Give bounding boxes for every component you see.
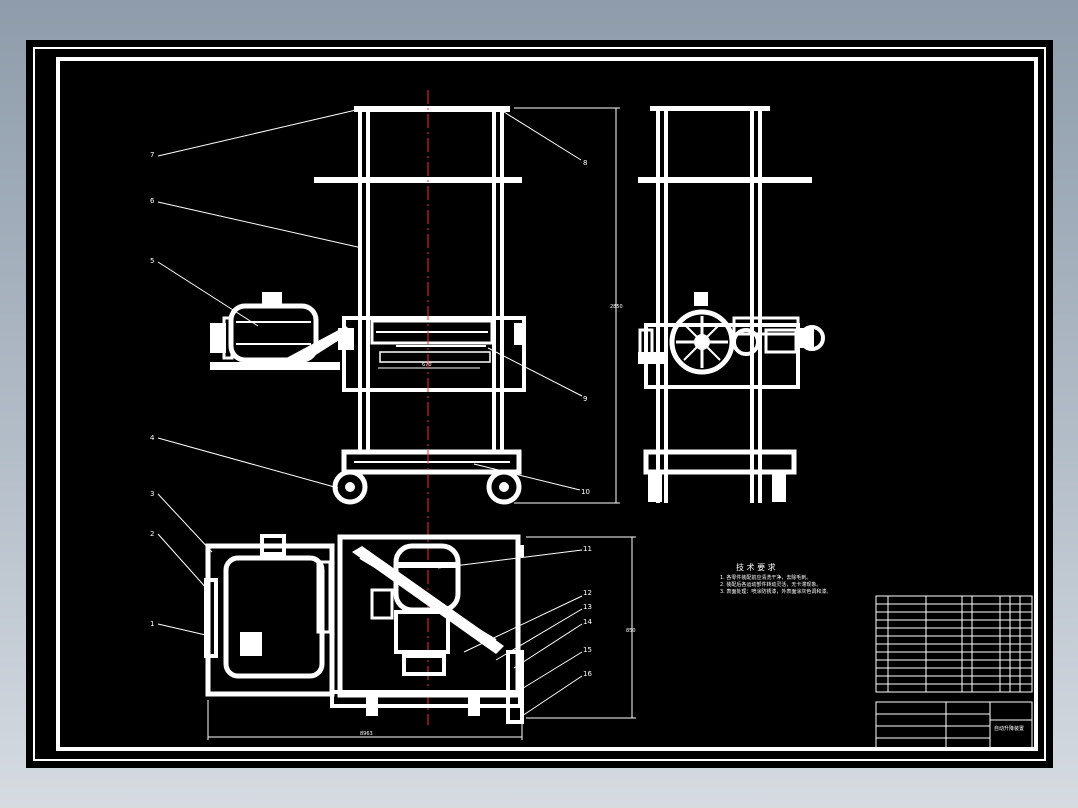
dim-plan-height: 850	[626, 628, 636, 634]
balloon-11: 11	[583, 545, 592, 553]
tech-req-line-3: 3. 表面处理：喷涂防锈漆，外表面涂灰色调和漆。	[720, 588, 831, 595]
dim-plan-width: 8963	[360, 731, 373, 737]
balloon-5: 5	[150, 257, 154, 265]
outer-border	[33, 47, 1046, 761]
balloon-3: 3	[150, 490, 154, 498]
balloon-1: 1	[150, 620, 154, 628]
balloon-8: 8	[583, 159, 587, 167]
balloon-12: 12	[583, 589, 592, 597]
balloon-7: 7	[150, 151, 154, 159]
balloon-9: 9	[583, 395, 587, 403]
tech-req-line-1: 1. 各零件装配前应清洗干净，去除毛刺。	[720, 574, 811, 581]
balloon-13: 13	[583, 603, 592, 611]
front-view	[210, 106, 620, 505]
balloon-labels: 7 8 6 5 9 4 10 3 2 1 11 12 13 14 15 16	[150, 151, 592, 678]
inner-border	[56, 57, 1038, 751]
drawing-name: 自动升降装置	[994, 725, 1024, 732]
side-view	[638, 106, 825, 503]
balloon-4: 4	[150, 434, 155, 442]
tech-req-title: 技 术 要 求	[736, 562, 776, 572]
title-block	[875, 701, 1033, 749]
dim-height: 2850	[610, 304, 623, 310]
tech-req-line-2: 2. 装配后各运动部件转动灵活，无卡滞现象。	[720, 581, 821, 588]
dimension-labels: 2850 670 850 8963	[360, 304, 636, 737]
balloon-15: 15	[583, 646, 592, 654]
parts-list-table	[875, 595, 1033, 693]
balloon-14: 14	[583, 618, 592, 626]
cad-drawing-sheet: 7 8 6 5 9 4 10 3 2 1 11 12 13 14 15 16 2…	[26, 40, 1053, 768]
balloon-6: 6	[150, 197, 155, 205]
technical-requirements: 技 术 要 求 1. 各零件装配前应清洗干净，去除毛刺。 2. 装配后各运动部件…	[720, 562, 831, 595]
sheet-background	[26, 40, 1053, 768]
balloon-10: 10	[581, 488, 590, 496]
dim-inner-width: 670	[422, 362, 432, 368]
leader-lines	[157, 109, 583, 717]
balloon-2: 2	[150, 530, 154, 538]
balloon-16: 16	[583, 670, 592, 678]
plan-view	[204, 534, 636, 740]
